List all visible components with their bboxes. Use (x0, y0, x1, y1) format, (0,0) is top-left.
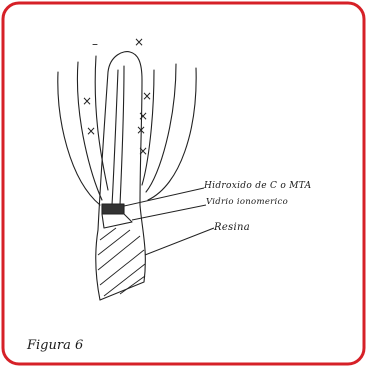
x-mark: × (138, 144, 148, 158)
x-mark: × (86, 124, 96, 138)
x-mark: × (136, 123, 146, 137)
label-calcium-hydroxide: Hidroxido de C o MTA (204, 181, 311, 191)
label-resin: Resina (214, 222, 250, 233)
dash-mark: – (92, 37, 98, 51)
x-mark: × (138, 109, 148, 123)
x-mark: × (82, 94, 92, 108)
x-mark: × (134, 35, 144, 49)
figure-caption: Figura 6 (27, 338, 83, 353)
calcium-hydroxide-layer (102, 204, 124, 214)
label-glass-ionomer: Vidrio ionomerico (206, 197, 288, 207)
x-mark: × (142, 89, 152, 103)
